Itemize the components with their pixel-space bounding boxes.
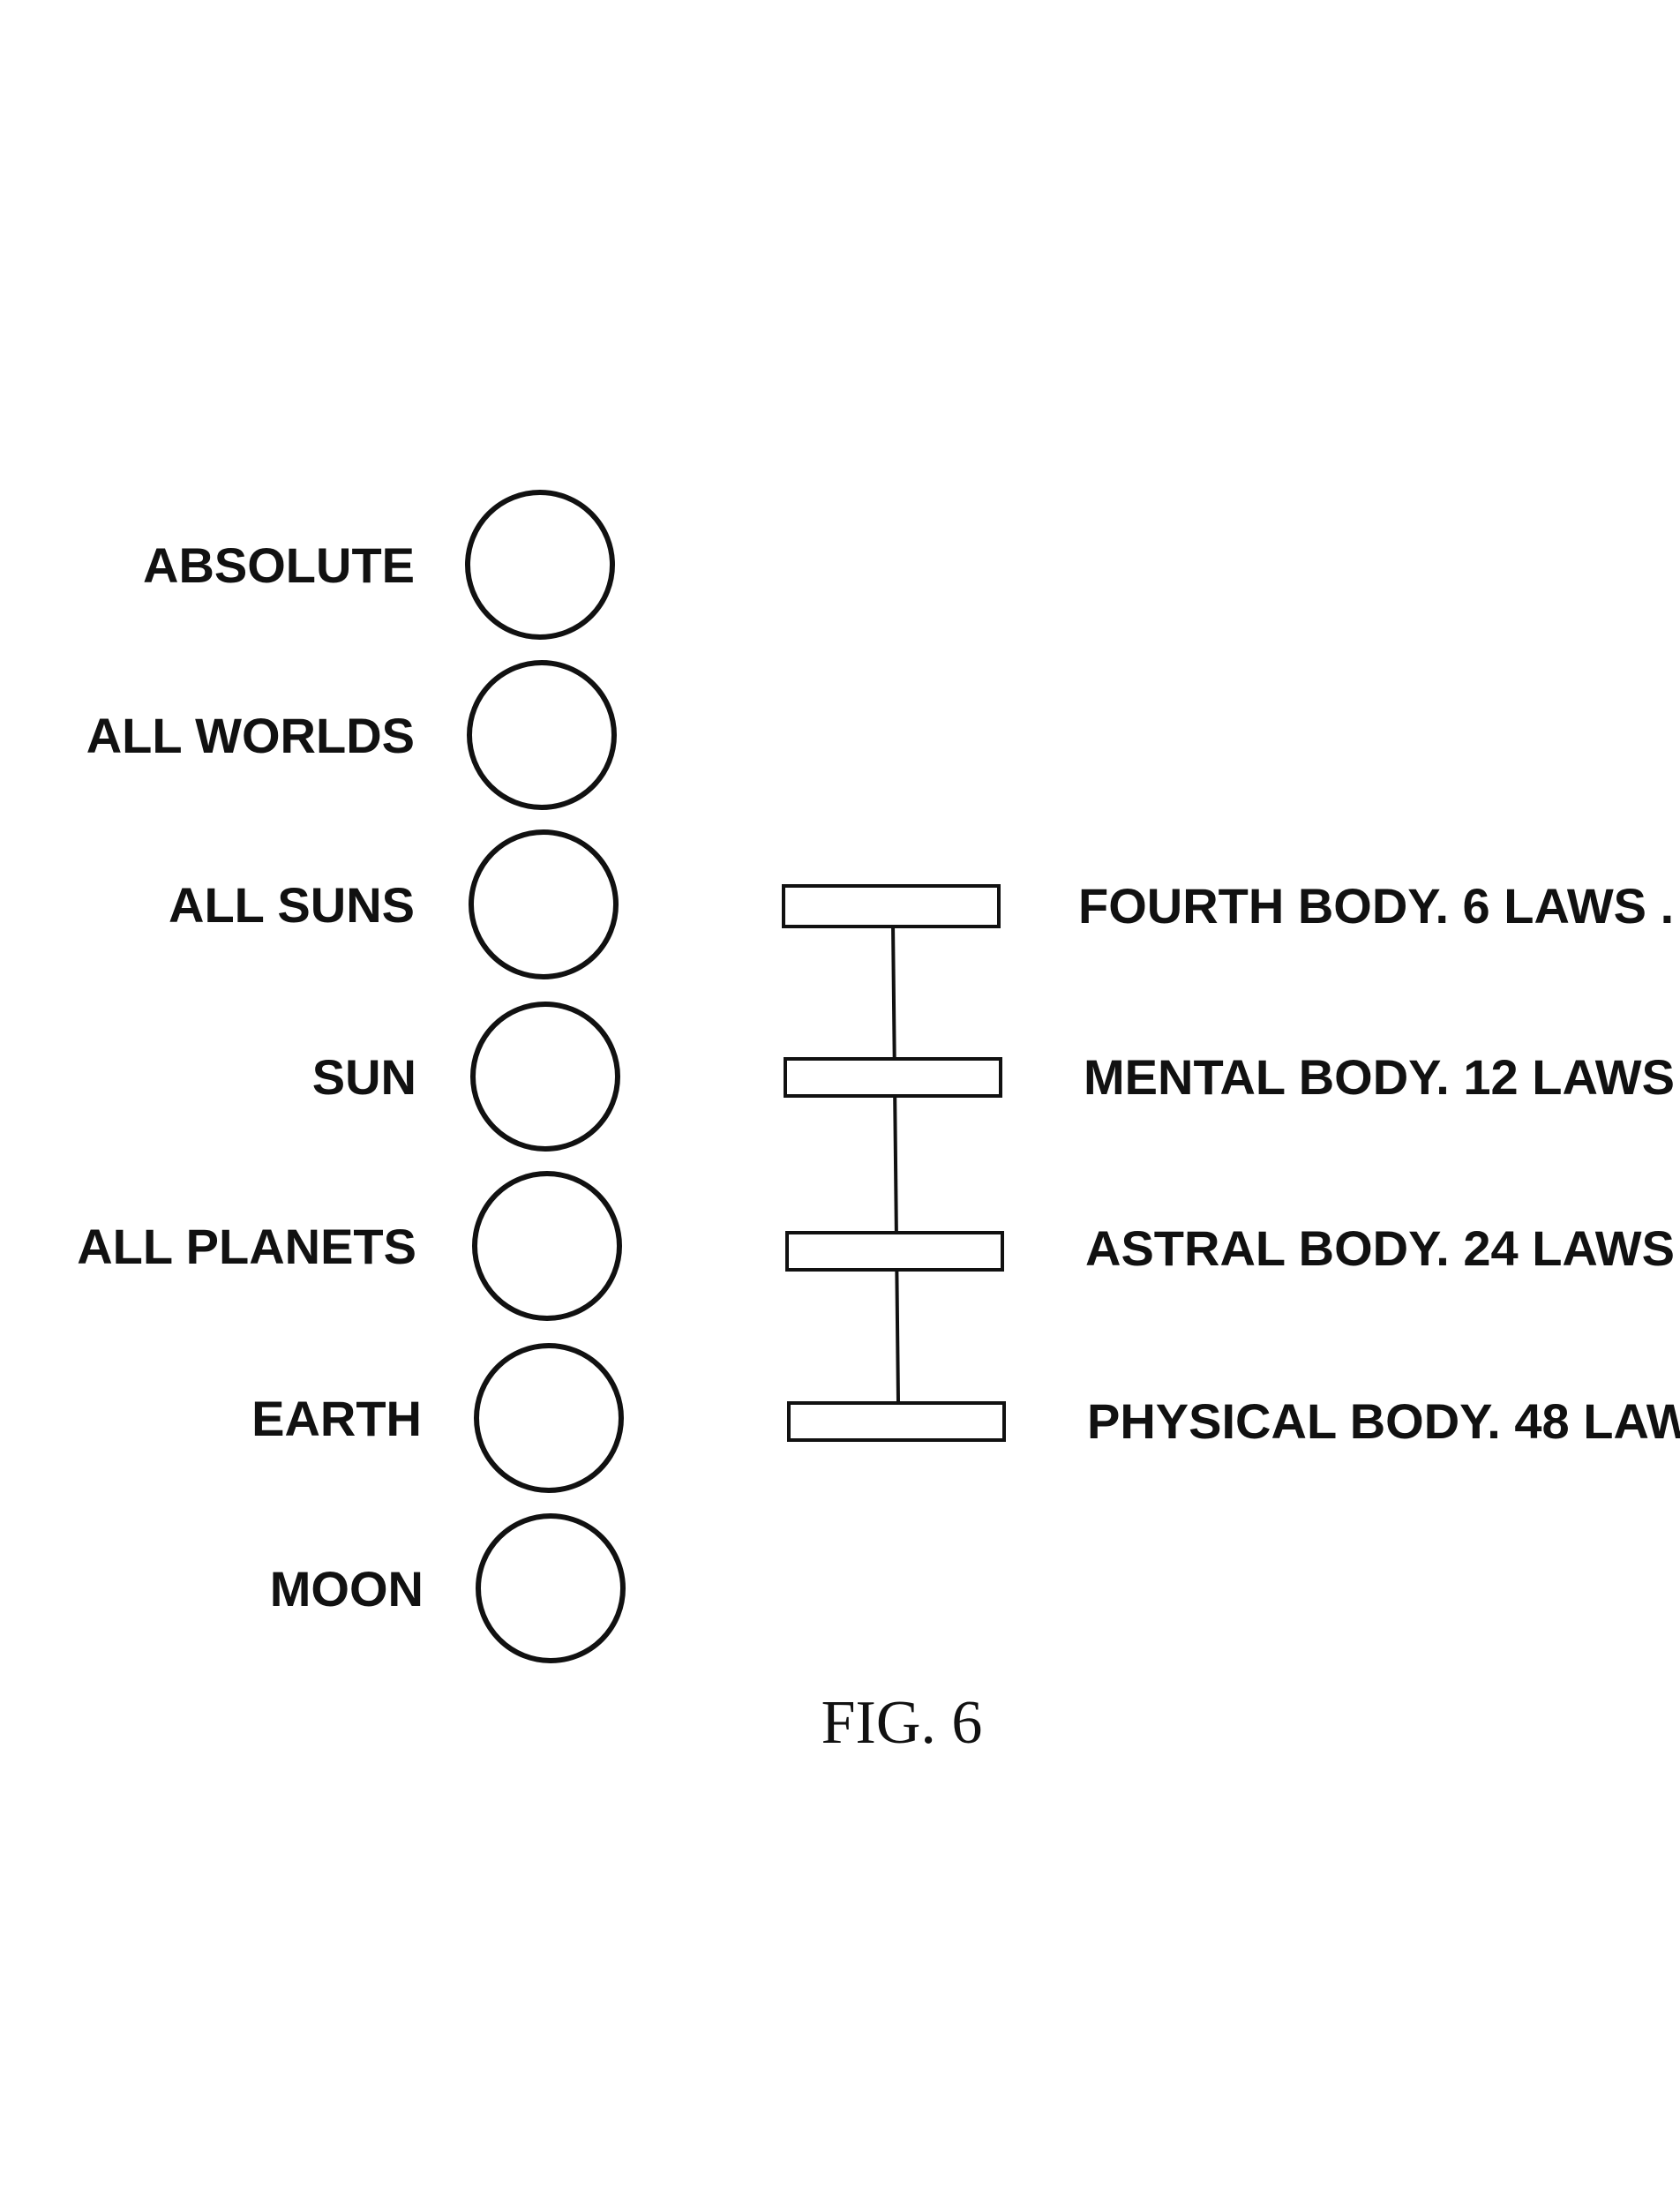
body-mental: MENTAL BODY. 12 LAWS . [784, 1049, 1680, 1105]
body-bar-astral [785, 1231, 1004, 1272]
body-label-fourth: FOURTH BODY. 6 LAWS . [1078, 878, 1674, 934]
world-circle-earth [474, 1343, 624, 1493]
world-circle-all-suns [469, 829, 619, 979]
world-moon: MOON [270, 1513, 626, 1663]
world-all-planets: ALL PLANETS [77, 1171, 622, 1321]
bodies-connector-line [891, 922, 900, 1402]
world-circle-all-worlds [467, 660, 617, 810]
world-circle-moon [476, 1513, 626, 1663]
world-all-worlds: ALL WORLDS [86, 660, 617, 810]
body-label-physical: PHYSICAL BODY. 48 LAWS . [1087, 1393, 1680, 1449]
body-label-mental: MENTAL BODY. 12 LAWS . [1084, 1049, 1680, 1105]
body-bar-mental [784, 1057, 1002, 1098]
world-label-earth: EARTH [251, 1391, 422, 1446]
world-label-sun: SUN [312, 1049, 416, 1105]
bodies-column: FOURTH BODY. 6 LAWS . MENTAL BODY. 12 LA… [782, 878, 1680, 1449]
body-label-astral: ASTRAL BODY. 24 LAWS . [1085, 1220, 1680, 1276]
body-physical: PHYSICAL BODY. 48 LAWS . [787, 1393, 1680, 1449]
worlds-column: ABSOLUTE ALL WORLDS ALL SUNS SUN ALL PLA… [77, 490, 626, 1663]
body-astral: ASTRAL BODY. 24 LAWS . [785, 1220, 1680, 1276]
world-circle-absolute [465, 490, 615, 640]
world-label-all-worlds: ALL WORLDS [86, 708, 415, 763]
world-label-all-suns: ALL SUNS [169, 877, 415, 933]
world-label-moon: MOON [270, 1561, 424, 1617]
body-bar-fourth [782, 884, 1001, 928]
body-fourth: FOURTH BODY. 6 LAWS . [782, 878, 1674, 934]
world-all-suns: ALL SUNS [169, 829, 619, 979]
world-earth: EARTH [251, 1343, 624, 1493]
world-circle-sun [470, 1002, 620, 1152]
figure-caption: FIG. 6 [821, 1689, 983, 1757]
world-absolute: ABSOLUTE [143, 490, 615, 640]
world-label-absolute: ABSOLUTE [143, 537, 415, 593]
world-circle-all-planets [472, 1171, 622, 1321]
body-bar-physical [787, 1401, 1006, 1442]
world-label-all-planets: ALL PLANETS [77, 1219, 416, 1274]
world-sun: SUN [312, 1002, 620, 1152]
